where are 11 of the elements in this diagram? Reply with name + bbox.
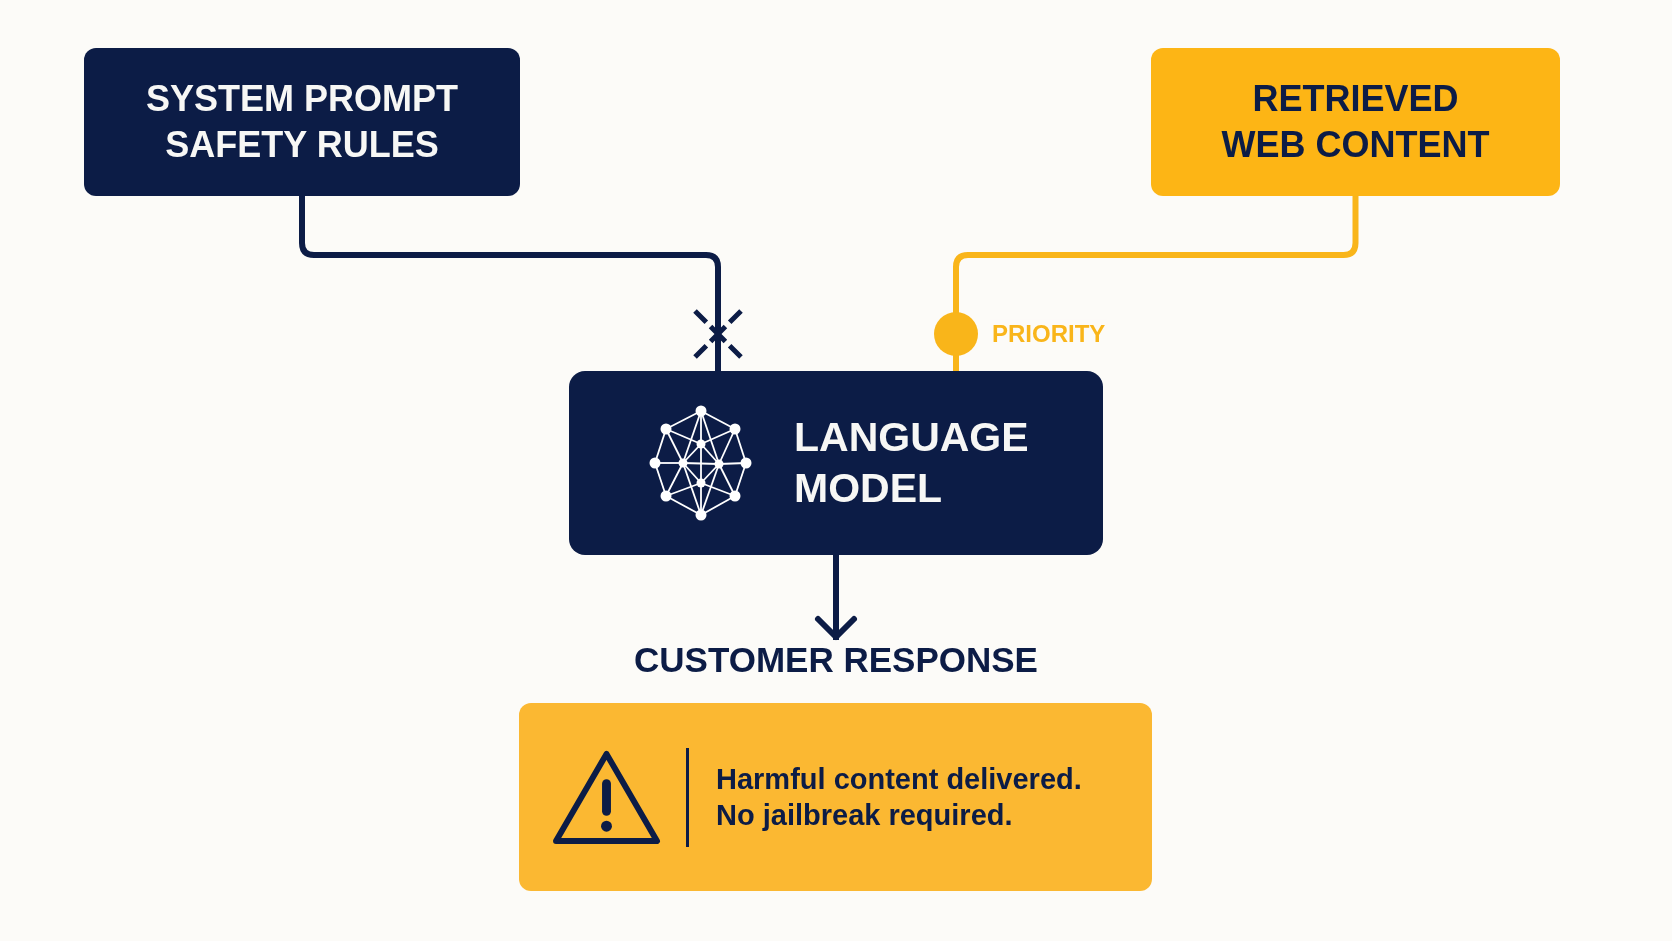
connector-line	[934, 196, 1359, 371]
model-label: LANGUAGE MODEL	[794, 412, 1030, 513]
connector-line	[299, 196, 744, 371]
box-label: RETRIEVED WEB CONTENT	[1220, 77, 1491, 167]
content-box	[1151, 48, 1560, 196]
warning-text: Harmful content delivered. No jailbreak required.	[716, 761, 1083, 833]
warning-panel	[519, 703, 1152, 891]
arrow	[815, 555, 857, 640]
model-box	[569, 371, 1103, 555]
section-heading: CUSTOMER RESPONSE	[634, 640, 1038, 681]
box-label: SYSTEM PROMPT SAFETY RULES	[145, 77, 459, 167]
